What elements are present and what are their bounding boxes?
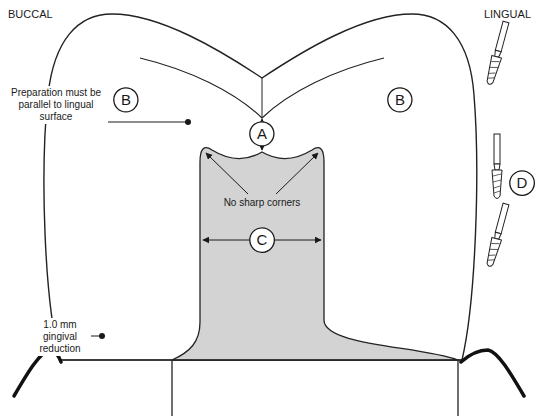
callout-circle: B — [387, 87, 413, 113]
leader-arrow — [206, 153, 248, 194]
fissure — [262, 78, 263, 118]
callout-letter: A — [257, 125, 267, 142]
callout-circle: D — [509, 170, 535, 196]
callout-letter: C — [249, 227, 275, 253]
crown-outline — [44, 14, 477, 360]
side-label: BUCCAL — [8, 8, 53, 20]
note: 1.0 mm gingival reduction — [30, 318, 90, 356]
callout-circle: B — [113, 87, 139, 113]
circle-outline — [250, 228, 275, 253]
bur — [484, 21, 510, 86]
leader-line — [108, 122, 186, 123]
callout-letter: B — [113, 87, 139, 113]
leader-arrow — [276, 153, 318, 194]
occlusal-groove — [140, 58, 384, 118]
callout-letter: C — [257, 231, 268, 248]
root-outline — [172, 360, 458, 416]
callout-letter: B — [121, 91, 131, 108]
callout-circle: A — [249, 121, 275, 147]
bur — [492, 134, 502, 199]
leader-dot — [185, 119, 191, 125]
callout-letter: A — [249, 121, 275, 147]
gingiva — [14, 350, 61, 396]
leader-dot — [99, 333, 105, 339]
callout-letter: D — [509, 170, 535, 196]
note: No sharp corners — [222, 197, 302, 209]
side-label: LINGUAL — [484, 8, 531, 20]
gingiva — [461, 350, 524, 396]
circle-outline — [250, 122, 274, 146]
bur — [484, 203, 510, 268]
circle-outline — [510, 171, 535, 196]
crown-base-line — [60, 359, 462, 360]
circle-outline — [388, 88, 412, 112]
preparation-area — [172, 148, 458, 360]
leader-line — [91, 336, 100, 337]
callout-letter: B — [395, 91, 405, 108]
circle-outline — [114, 88, 138, 112]
callout-circle: C — [249, 227, 275, 253]
callout-letter: D — [517, 174, 528, 191]
callout-letter: B — [387, 87, 413, 113]
note: Preparation must be parallel to lingual … — [6, 86, 106, 124]
